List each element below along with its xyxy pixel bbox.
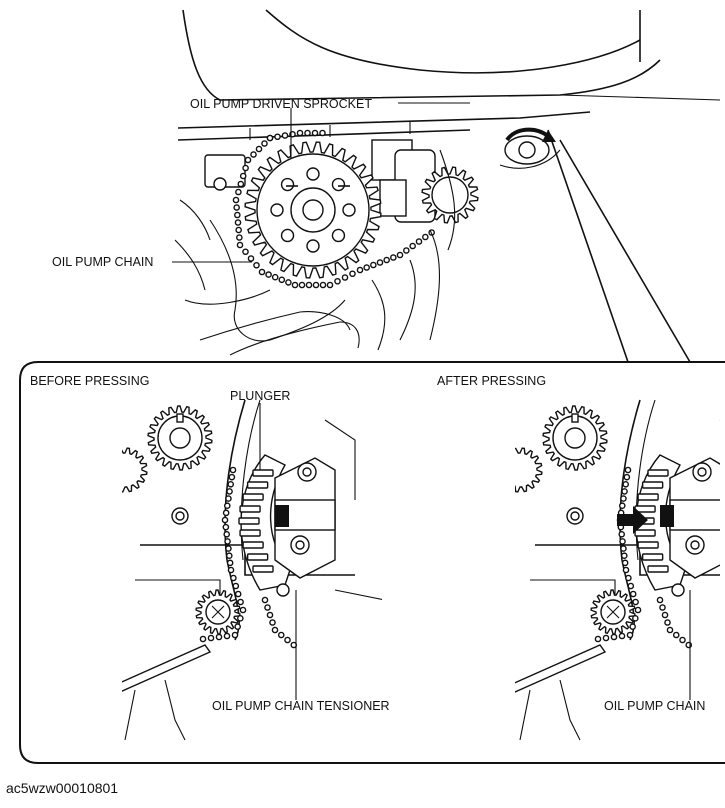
label-after-pressing: AFTER PRESSING: [437, 374, 546, 388]
label-oil-pump-chain-right: OIL PUMP CHAIN: [604, 699, 705, 713]
idler-gear: [122, 447, 148, 493]
before-pressing-view: [122, 399, 382, 741]
oil-pump-sprocket: [590, 589, 636, 635]
driven-sprocket: [244, 141, 382, 279]
screwdriver: [515, 644, 607, 693]
screwdriver: [122, 644, 212, 692]
oil-pump-chain-lower: [261, 596, 298, 649]
oil-pump-chain-top: [232, 134, 435, 289]
oil-pump-chain-top-upper: [266, 129, 326, 142]
camshaft-gear: [147, 405, 213, 471]
plunger-housing: [669, 499, 720, 531]
label-before-pressing: BEFORE PRESSING: [30, 374, 149, 388]
camshaft-gear: [542, 405, 608, 471]
top-illustration: OIL PUMP DRIVEN SPROCKET OIL PUMP CHAIN: [52, 9, 721, 363]
oil-pump-chain: [594, 466, 642, 643]
plunger: [660, 505, 674, 527]
label-driven-sprocket: OIL PUMP DRIVEN SPROCKET: [190, 97, 372, 111]
label-plunger: PLUNGER: [230, 389, 290, 403]
idler-gear: [515, 447, 543, 493]
oil-pump-chain-lower: [656, 596, 693, 649]
oil-pump-drive-gear: [421, 166, 479, 224]
after-pressing-view: [515, 399, 720, 741]
press-arrow-icon: [617, 506, 648, 534]
label-chain-tensioner: OIL PUMP CHAIN TENSIONER: [212, 699, 390, 713]
plunger: [275, 505, 289, 527]
oil-pump-chain: [199, 466, 247, 643]
inset-panel: BEFORE PRESSING AFTER PRESSING PLUNGER O…: [19, 361, 725, 764]
oil-pump-sprocket: [195, 589, 241, 635]
label-oil-pump-chain: OIL PUMP CHAIN: [52, 255, 153, 269]
figure-code: ac5wzw00010801: [6, 780, 118, 796]
